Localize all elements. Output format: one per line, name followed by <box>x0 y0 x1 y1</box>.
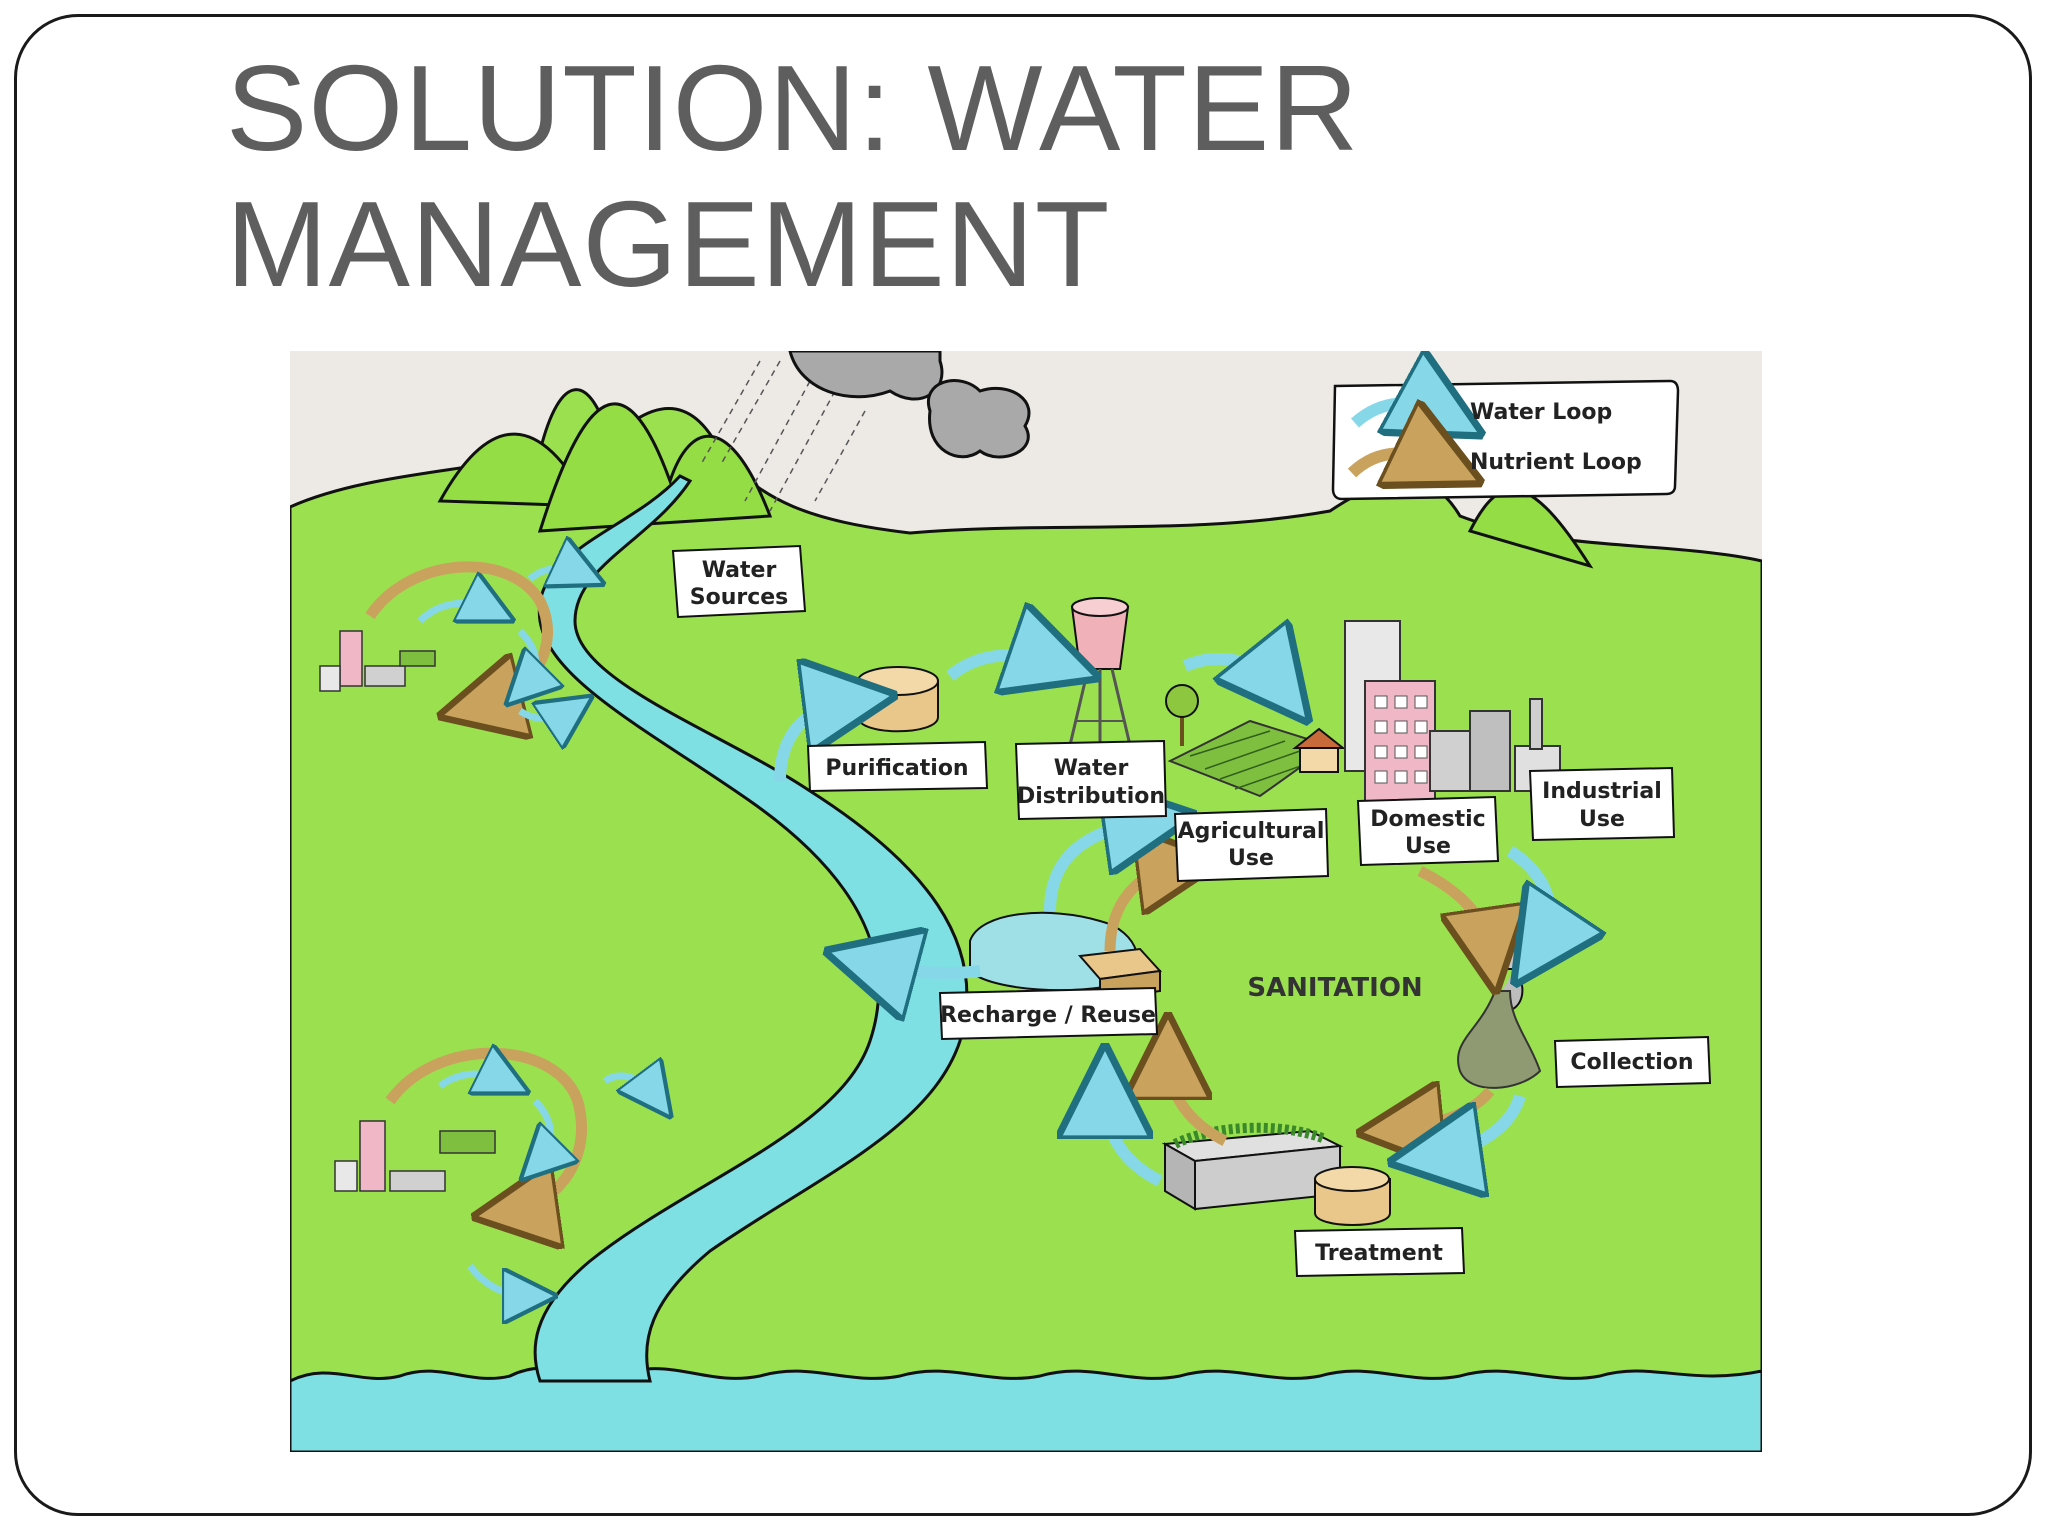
slide-title-line-2: MANAGEMENT <box>226 176 1111 312</box>
treatment-facility <box>1161 1122 1391 1226</box>
water-arrow-pond-to-agriculture <box>1044 821 1150 912</box>
city-buildings <box>1344 620 1561 807</box>
water-arrow-upper-loop-a <box>417 603 490 621</box>
sea <box>290 1366 1762 1452</box>
agricultural-use-label-line-2: Use <box>1228 846 1274 871</box>
nutrient-arrow-domestic-to-collection <box>1417 866 1490 951</box>
domestic-use-label-line-2: Use <box>1405 834 1451 859</box>
water-arrow-lower-loop-a <box>437 1074 505 1086</box>
legend: Water Loop Nutrient Loop <box>1331 381 1680 501</box>
nutrient-arrow-lower-town <box>385 1047 587 1211</box>
label-industrial-use: Industrial Use <box>1528 766 1676 842</box>
label-recharge-reuse: Recharge / Reuse <box>938 986 1159 1041</box>
water-arrow-river-upper-2 <box>518 711 570 719</box>
rain <box>699 360 866 512</box>
water-arrow-river-upper-1 <box>527 568 580 579</box>
farm-house <box>1292 727 1346 773</box>
water-arrow-lower-loop-b <box>535 1098 551 1161</box>
water-arrow-river-to-purification <box>774 701 850 782</box>
label-purification: Purification <box>806 740 989 793</box>
town-cluster-upper <box>319 630 436 692</box>
agricultural-use-label-line-1: Agricultural <box>1178 819 1325 844</box>
water-arrow-river-lower-2 <box>467 1263 530 1296</box>
water-arrow-pond-to-river <box>870 963 981 973</box>
water-arrow-treatment-to-reuse <box>1105 1091 1163 1187</box>
town-cluster-lower <box>334 1120 496 1192</box>
nutrient-arrow-treatment-to-reuse <box>1168 1056 1228 1146</box>
legend-nutrient-loop-label: Nutrient Loop <box>1470 450 1642 475</box>
mountain-middle <box>537 402 773 533</box>
water-sources-label-line-2: Sources <box>690 585 789 610</box>
water-sources-label-line-1: Water <box>702 558 777 583</box>
label-treatment: Treatment <box>1293 1226 1466 1278</box>
tree <box>1165 684 1199 746</box>
water-arrow-collection-to-treatment <box>1435 1093 1526 1156</box>
water-distribution-label-line-1: Water <box>1054 756 1129 781</box>
water-arrow-industrial-to-collection <box>1506 845 1550 946</box>
purification-label: Purification <box>825 756 968 781</box>
domestic-use-label-line-1: Domestic <box>1370 807 1485 832</box>
collection-label: Collection <box>1570 1050 1693 1075</box>
rain-cloud <box>788 351 1031 459</box>
label-domestic-use: Domestic Use <box>1356 795 1500 867</box>
legend-water-loop-label: Water Loop <box>1470 400 1612 425</box>
water-arrow-upper-loop-b <box>520 628 536 686</box>
treatment-label: Treatment <box>1315 1241 1443 1266</box>
nutrient-loop-legend-arrow <box>1347 453 1440 473</box>
label-water-distribution: Water Distribution <box>1014 739 1168 821</box>
industrial-use-label-line-1: Industrial <box>1542 779 1662 804</box>
water-arrow-tower-to-city <box>1182 659 1280 686</box>
sewage-flow <box>1457 990 1542 1089</box>
water-arrow-purification-to-tower <box>946 655 1055 676</box>
slide-title: SOLUTION: WATER MANAGEMENT <box>226 40 1359 312</box>
water-management-diagram: Water Loop Nutrient Loop <box>290 351 1762 1452</box>
slide-title-line-1: SOLUTION: WATER <box>226 40 1360 176</box>
water-loop-arrows <box>417 568 1550 1296</box>
purification-tank <box>857 666 939 733</box>
label-collection: Collection <box>1553 1035 1712 1089</box>
sanitation-label: SANITATION <box>1247 973 1422 1003</box>
label-water-sources: Water Sources <box>671 544 807 619</box>
water-distribution-label-line-2: Distribution <box>1017 784 1165 809</box>
recharge-reuse-label: Recharge / Reuse <box>940 1003 1156 1028</box>
water-arrow-river-lower-1 <box>603 1076 655 1096</box>
label-agricultural-use: Agricultural Use <box>1173 807 1330 883</box>
industrial-use-label-line-2: Use <box>1579 807 1625 832</box>
river <box>533 474 969 1383</box>
